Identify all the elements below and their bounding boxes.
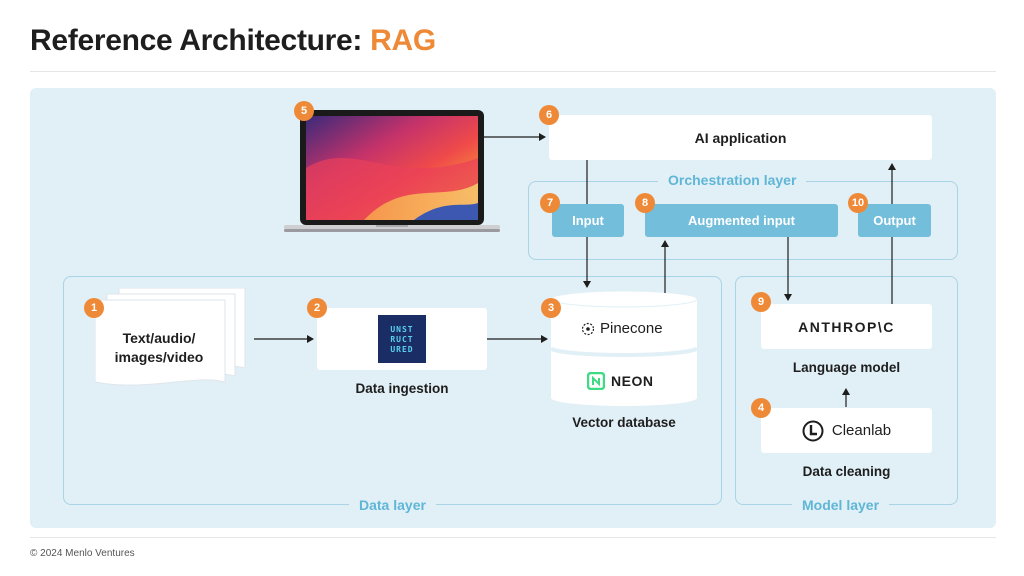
sources-label: Text/audio/ images/video: [114, 330, 204, 365]
augmented-input-pill: Augmented input: [645, 204, 838, 237]
badge-5: 5: [294, 101, 314, 121]
title-divider: [30, 71, 996, 72]
page-title: Reference Architecture: RAG: [30, 24, 436, 58]
footer-copyright: © 2024 Menlo Ventures: [30, 548, 135, 559]
document-stack-icon: [94, 287, 250, 390]
output-pill: Output: [858, 204, 931, 237]
data-cleaning-label: Data cleaning: [802, 464, 891, 479]
badge-6: 6: [539, 105, 559, 125]
cleanlab-box: Cleanlab: [761, 408, 932, 453]
badge-4: 4: [751, 398, 771, 418]
ai-application-box: AI application: [549, 115, 932, 160]
anthropic-box: ANTHROP\C: [761, 304, 932, 349]
anthropic-logo: ANTHROP\C: [798, 318, 895, 335]
data-layer-label: Data layer: [349, 497, 436, 513]
input-pill: Input: [552, 204, 624, 237]
vector-database-cylinder: [550, 290, 698, 406]
footer-divider: [30, 537, 996, 538]
neon-icon: [586, 371, 606, 391]
badge-1: 1: [84, 298, 104, 318]
orchestration-layer-label: Orchestration layer: [658, 172, 807, 188]
vector-database-label: Vector database: [572, 415, 676, 430]
badge-3: 3: [541, 298, 561, 318]
cleanlab-label: Cleanlab: [831, 422, 892, 439]
neon-logo: NEON: [586, 371, 654, 391]
title-main: Reference Architecture:: [30, 24, 371, 57]
unstructured-logo: UNST RUCT URED: [378, 315, 426, 363]
laptop-image: [284, 108, 500, 234]
pinecone-icon: [581, 322, 595, 336]
unstructured-box: UNST RUCT URED: [317, 308, 487, 370]
badge-8: 8: [635, 193, 655, 213]
data-ingestion-label: Data ingestion: [355, 381, 449, 396]
unstructured-logo-line-1: UNST: [390, 324, 414, 334]
title-accent: RAG: [370, 24, 436, 57]
badge-7: 7: [540, 193, 560, 213]
badge-9: 9: [751, 292, 771, 312]
model-layer-label: Model layer: [792, 497, 890, 513]
language-model-label: Language model: [792, 360, 901, 375]
neon-label: NEON: [611, 373, 654, 389]
unstructured-logo-line-2: RUCT: [390, 334, 414, 344]
cleanlab-icon: [802, 420, 824, 442]
pinecone-logo: Pinecone: [581, 320, 663, 337]
badge-2: 2: [307, 298, 327, 318]
unstructured-logo-line-3: URED: [390, 344, 414, 354]
badge-10: 10: [848, 193, 868, 213]
pinecone-label: Pinecone: [600, 320, 663, 337]
